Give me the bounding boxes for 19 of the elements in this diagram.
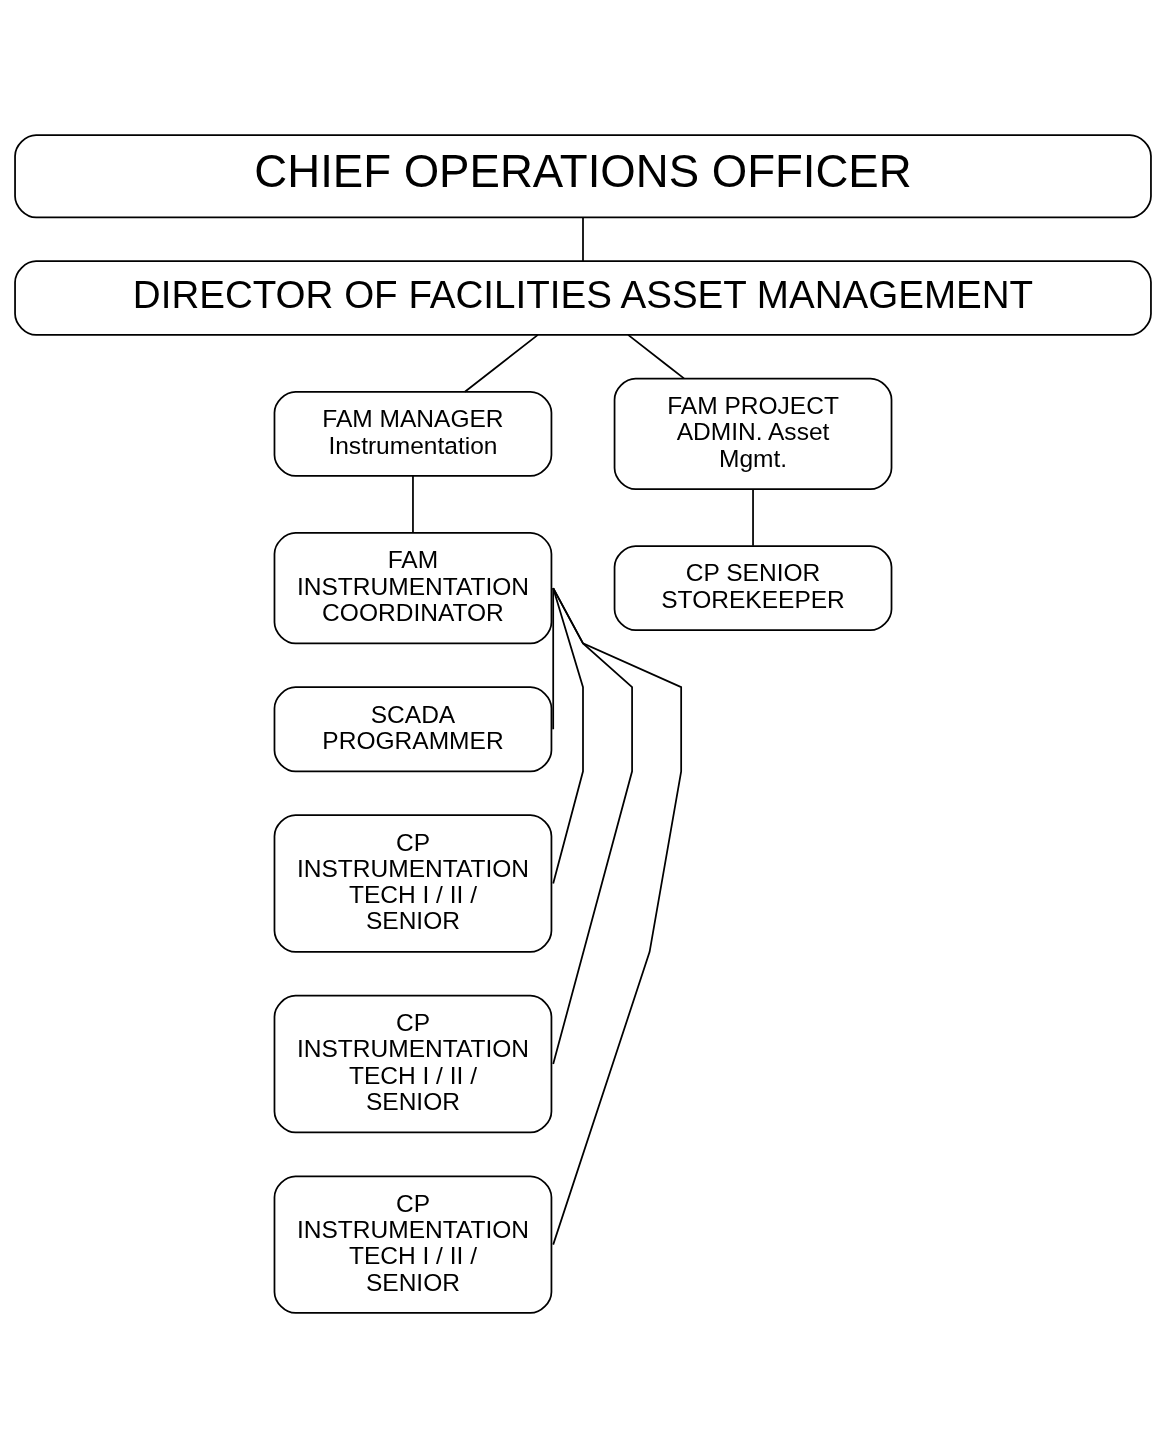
connector xyxy=(412,474,414,534)
node-box: FAM PROJECT ADMIN. Asset Mgmt. xyxy=(613,377,893,490)
node-box: FAM INSTRUMENTATION COORDINATOR xyxy=(273,531,553,644)
connector xyxy=(552,586,633,1065)
node-box: CP INSTRUMENTATION TECH I / II / SENIOR xyxy=(273,813,553,953)
connector xyxy=(582,216,584,262)
connector xyxy=(552,586,555,730)
connector xyxy=(552,586,584,884)
connector xyxy=(464,333,539,393)
node-box: SCADA PROGRAMMER xyxy=(273,685,553,772)
node-box: CHIEF OPERATIONS OFFICER xyxy=(14,133,1152,218)
node-box: DIRECTOR OF FACILITIES ASSET MANAGEMENT xyxy=(14,259,1152,336)
connector xyxy=(627,333,685,379)
node-box: CP INSTRUMENTATION TECH I / II / SENIOR xyxy=(273,1174,553,1314)
connector xyxy=(752,487,754,547)
node-box: CP SENIOR STOREKEEPER xyxy=(613,544,893,631)
node-box: FAM MANAGER Instrumentation xyxy=(273,390,553,477)
connector xyxy=(552,586,683,1245)
node-box: CP INSTRUMENTATION TECH I / II / SENIOR xyxy=(273,994,553,1133)
